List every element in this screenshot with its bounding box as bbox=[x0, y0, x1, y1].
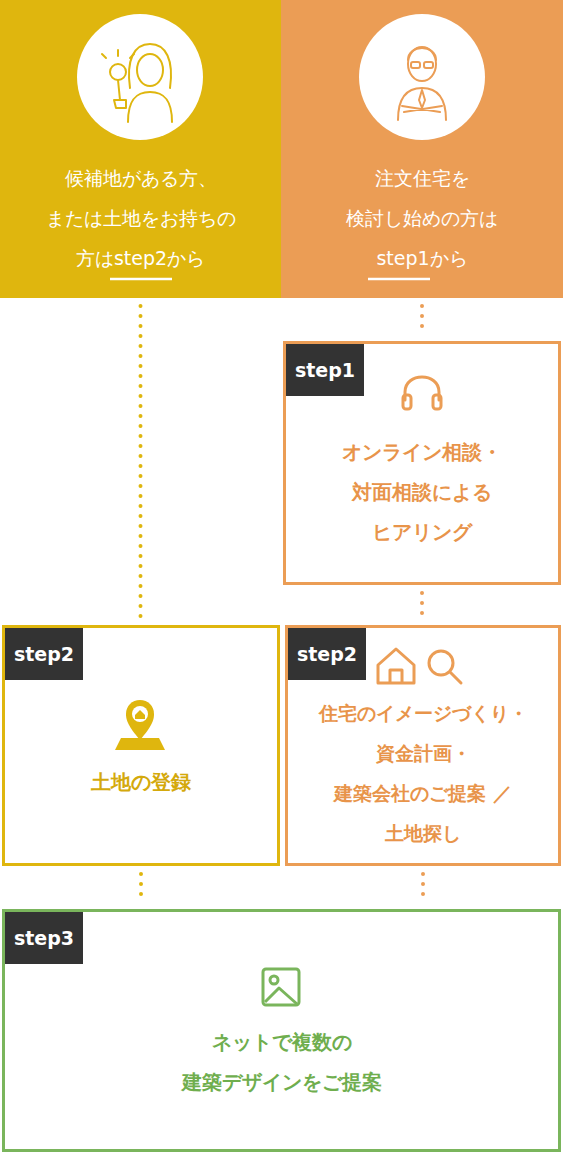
magnifier-handle bbox=[118, 80, 120, 100]
woman-icon bbox=[102, 44, 172, 122]
house bbox=[378, 649, 414, 683]
underline bbox=[110, 278, 172, 281]
glasses bbox=[411, 62, 420, 68]
hand bbox=[114, 100, 126, 108]
avatar-circle bbox=[77, 14, 203, 140]
header-band: 注文住宅を 検討し始めの方は step1から bbox=[281, 0, 563, 298]
body bbox=[398, 88, 446, 120]
spark bbox=[130, 54, 134, 58]
lens bbox=[429, 651, 453, 675]
step-tab: step3 bbox=[5, 912, 83, 964]
hair bbox=[129, 44, 171, 88]
earcup bbox=[403, 395, 411, 409]
dotted-connector bbox=[139, 306, 143, 619]
dotted-connector bbox=[420, 306, 424, 335]
step-box: step1 オンライン相談・ 対面相談による ヒアリング bbox=[283, 341, 561, 585]
header-band: 候補地がある方、 または土地をお持ちの 方はstep2から bbox=[0, 0, 281, 298]
search-icon bbox=[429, 651, 461, 683]
step-text: 土地の登録 bbox=[31, 762, 251, 802]
pin-hole bbox=[132, 706, 148, 722]
hair bbox=[408, 48, 436, 60]
headphone-icon bbox=[403, 377, 441, 409]
house-icon bbox=[378, 649, 414, 683]
mountain bbox=[265, 988, 297, 1004]
underline bbox=[368, 278, 430, 281]
face bbox=[137, 54, 163, 86]
land-icon bbox=[115, 700, 165, 750]
man-icon bbox=[398, 47, 446, 120]
earcup bbox=[433, 395, 441, 409]
body bbox=[128, 92, 172, 122]
arms bbox=[402, 106, 442, 112]
spark bbox=[102, 54, 106, 58]
step-box: step2 土地の登録 bbox=[2, 625, 280, 866]
avatar-circle bbox=[359, 14, 485, 140]
step-tab: step2 bbox=[288, 628, 366, 680]
map-base bbox=[115, 738, 165, 750]
image-icon bbox=[263, 969, 299, 1005]
step-tab: step2 bbox=[5, 628, 83, 680]
spark bbox=[117, 50, 119, 56]
pin bbox=[126, 700, 154, 740]
frame bbox=[263, 969, 299, 1005]
door bbox=[390, 670, 402, 683]
face bbox=[408, 47, 436, 81]
band-text: 注文住宅を 検討し始めの方は step1から bbox=[322, 158, 522, 278]
dotted-connector bbox=[139, 874, 143, 903]
step-tab: step1 bbox=[286, 344, 364, 396]
step-box: step2 住宅のイメージづくり・ 資金計画・ 建築会社のご提案 ／土地探し bbox=[285, 625, 561, 866]
glasses bbox=[424, 62, 433, 68]
band bbox=[405, 377, 439, 400]
step-text: オンライン相談・ 対面相談による ヒアリング bbox=[332, 432, 512, 552]
sun bbox=[270, 976, 278, 984]
handle bbox=[450, 672, 461, 683]
band-text: 候補地がある方、 または土地をお持ちの 方はstep2から bbox=[21, 158, 261, 278]
tie bbox=[419, 90, 425, 108]
step-box: step3 ネットで複数の 建築デザインをご提案 bbox=[2, 909, 561, 1152]
pin-house bbox=[135, 710, 145, 719]
step-text: 住宅のイメージづくり・ 資金計画・ 建築会社のご提案 ／土地探し bbox=[305, 693, 541, 853]
magnifier bbox=[110, 64, 126, 80]
step-text: ネットで複数の 建築デザインをご提案 bbox=[167, 1022, 397, 1102]
dotted-connector bbox=[420, 593, 424, 619]
dotted-connector bbox=[421, 874, 425, 903]
